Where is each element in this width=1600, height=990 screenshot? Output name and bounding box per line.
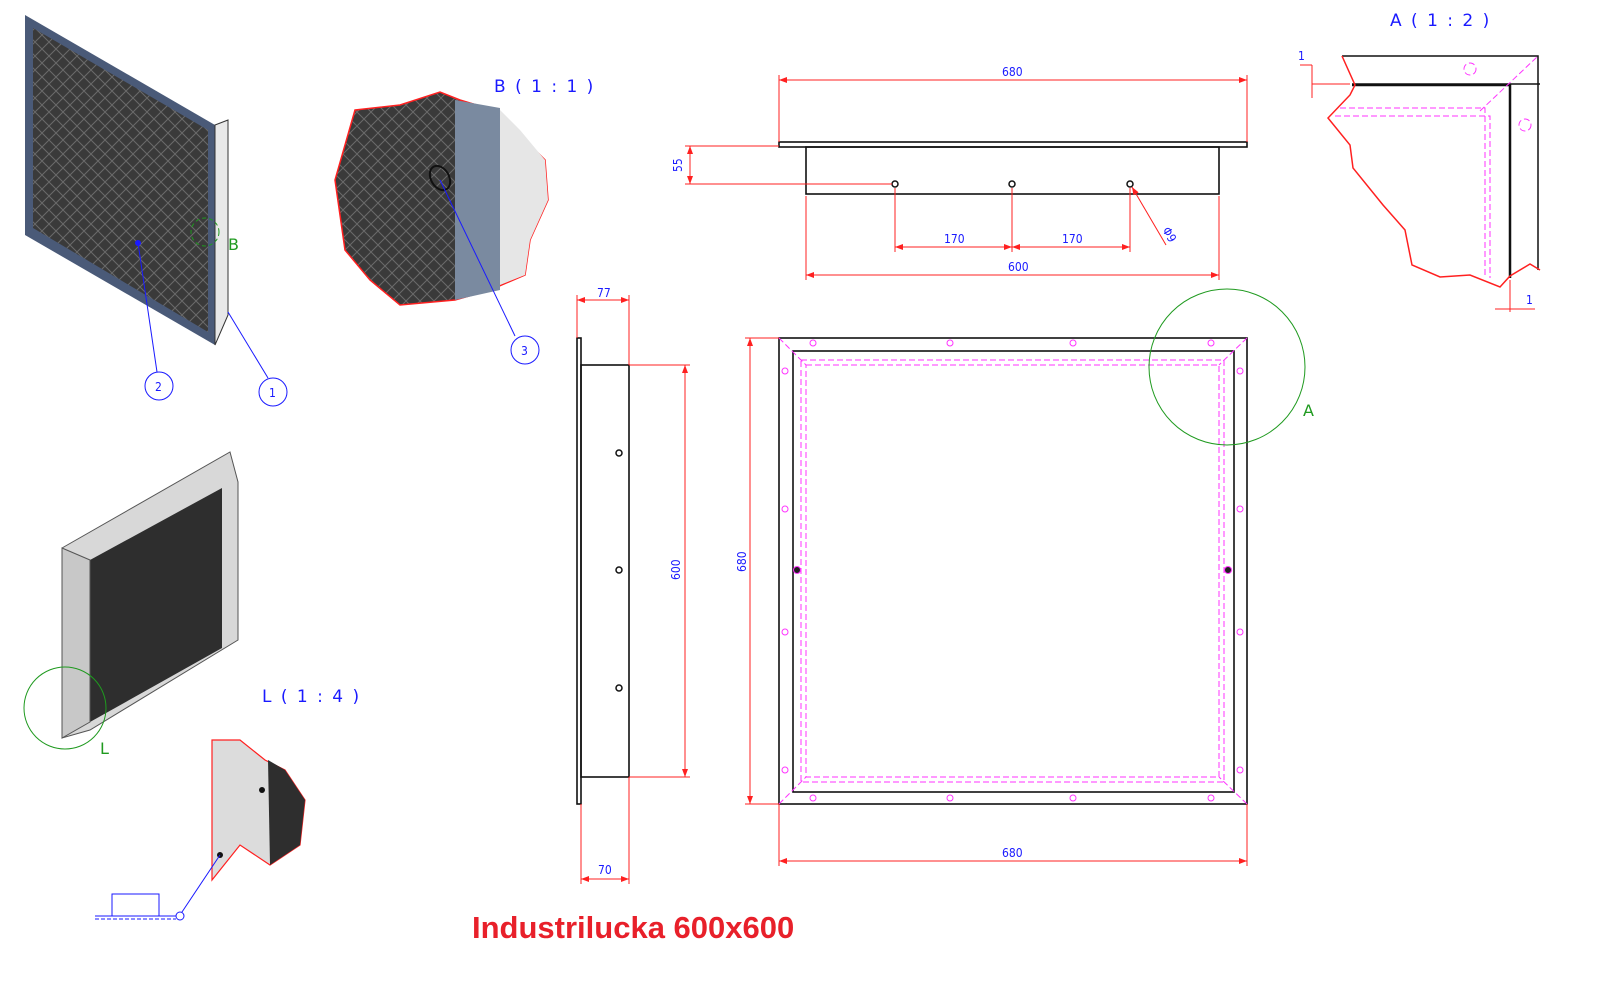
dim-side-depth-top: 77 (597, 286, 611, 300)
dim-top-overall: 680 (1002, 65, 1023, 79)
detail-a-marker: A (1303, 401, 1314, 420)
isometric-view-front: B (25, 15, 269, 379)
balloon-3: 3 (510, 335, 540, 365)
svg-text:2: 2 (155, 380, 162, 394)
detail-b-view: B ( 1 : 1 ) (334, 77, 595, 337)
dim-front-height: 680 (735, 551, 749, 572)
dim-top-height: 55 (671, 158, 685, 172)
detail-a-circle (1148, 288, 1306, 446)
svg-text:1: 1 (269, 386, 276, 400)
balloon-1: 1 (258, 377, 288, 407)
detail-b-label: B ( 1 : 1 ) (494, 77, 595, 97)
isometric-view-back: L (23, 451, 239, 758)
top-view: 680 55 170 170 Φ9 600 (671, 65, 1248, 280)
dim-a-top: 1 (1298, 49, 1305, 63)
drawing-title: Industrilucka 600x600 (472, 910, 794, 945)
dim-front-width: 680 (1002, 846, 1023, 860)
detail-b-marker: B (228, 235, 239, 254)
detail-l-marker: L (100, 739, 109, 758)
svg-text:3: 3 (521, 344, 528, 358)
detail-a-label: A ( 1 : 2 ) (1390, 11, 1491, 31)
dim-spacing-1: 170 (944, 232, 965, 246)
detail-b-circle (190, 217, 220, 247)
side-view: 77 600 70 (576, 286, 690, 884)
front-view: A 680 680 (735, 288, 1314, 866)
dim-top-inner: 600 (1008, 260, 1029, 274)
detail-l-view: L ( 1 : 4 ) (95, 687, 361, 921)
balloon-2: 2 (144, 371, 174, 401)
dim-hole: Φ9 (1159, 225, 1179, 245)
dim-side-height: 600 (669, 559, 683, 580)
detail-a-view: A ( 1 : 2 ) 1 1 (1298, 11, 1541, 312)
dim-spacing-2: 170 (1062, 232, 1083, 246)
detail-l-label: L ( 1 : 4 ) (262, 687, 361, 707)
dim-side-depth-bottom: 70 (598, 863, 612, 877)
dim-a-bottom: 1 (1526, 293, 1533, 307)
